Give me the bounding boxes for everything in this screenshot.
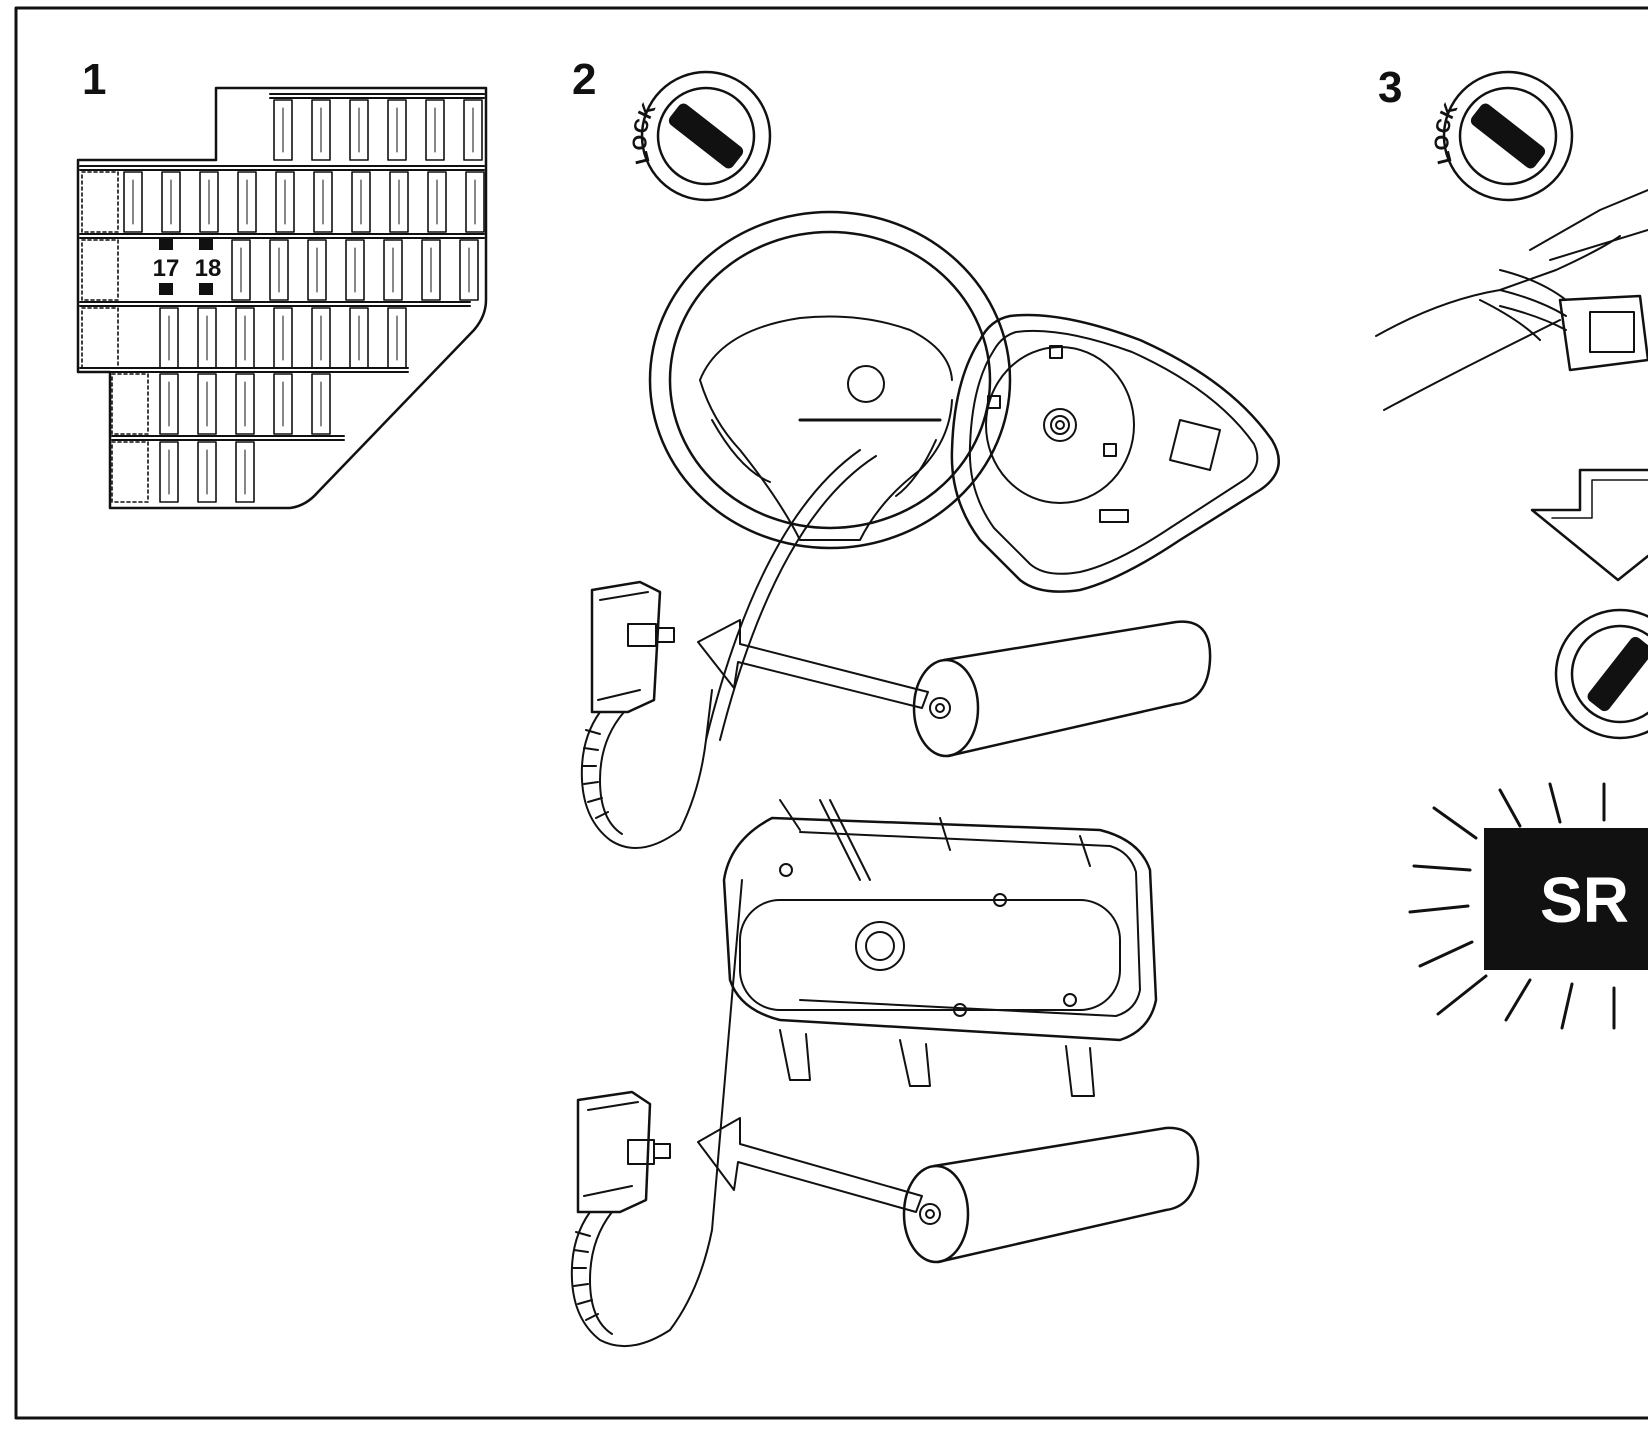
hand-connector-icon xyxy=(1375,189,1648,411)
fuse-label-17: 17 xyxy=(153,255,180,282)
fuse-slot xyxy=(351,171,371,233)
fuse-slot-empty xyxy=(111,373,149,435)
connector-icon xyxy=(580,449,877,849)
step-number-3: 3 xyxy=(1378,63,1403,112)
fuse-slot xyxy=(161,171,181,233)
warning-lamp-icon: SR xyxy=(1408,782,1648,1030)
frame-border xyxy=(14,6,1648,1420)
lock-label: LOCK xyxy=(1431,99,1462,166)
fuse-slot xyxy=(235,373,255,435)
passenger-airbag-module-icon xyxy=(722,799,1158,1097)
dummy-resistor-icon xyxy=(912,620,1212,758)
driver-airbag-module-icon xyxy=(950,313,1280,593)
fuse-slot xyxy=(349,99,369,161)
fuse-slot xyxy=(273,307,293,369)
fuse-slot xyxy=(123,171,143,233)
fuse-slot xyxy=(427,171,447,233)
fuse-slot xyxy=(311,307,331,369)
fuse-slot xyxy=(311,373,331,435)
fuse-slot xyxy=(231,239,251,301)
fuse-slot xyxy=(273,373,293,435)
ignition-lock-icon: LOCK xyxy=(1431,70,1574,202)
fuse-slot xyxy=(425,99,445,161)
fuse-slot xyxy=(273,99,293,161)
warning-lamp-text: SR xyxy=(1540,864,1629,936)
fuse-slot-empty xyxy=(81,171,119,233)
fuse-slot-empty xyxy=(81,239,119,301)
fuse-slot xyxy=(197,307,217,369)
arrow-to-resistor xyxy=(697,619,929,709)
fuse-slot xyxy=(313,171,333,233)
fuse-slot xyxy=(387,99,407,161)
fuse-slot xyxy=(159,441,179,503)
cable-ribs xyxy=(581,729,609,819)
fuse-slot xyxy=(389,171,409,233)
fuse-slot xyxy=(197,441,217,503)
fuse-slot xyxy=(465,171,485,233)
fuse-slot xyxy=(311,99,331,161)
fuse-slot xyxy=(383,239,403,301)
steering-wheel-icon xyxy=(648,210,1012,550)
arrow-to-resistor xyxy=(697,1117,923,1213)
fuse-slot xyxy=(269,239,289,301)
fuse-slot xyxy=(159,373,179,435)
fuse-slot xyxy=(463,99,483,161)
ignition-lock-icon: LOCK xyxy=(629,70,772,202)
fuse-slot xyxy=(307,239,327,301)
svg-text:LOCK: LOCK xyxy=(629,99,660,166)
down-arrow-icon xyxy=(1530,468,1648,582)
step-number-2: 2 xyxy=(572,55,597,104)
fuse-slot xyxy=(421,239,441,301)
fuse-slot xyxy=(345,239,365,301)
fuse-slot xyxy=(199,171,219,233)
lock-label: LOCK xyxy=(629,99,660,166)
fuse-slot xyxy=(235,307,255,369)
fuse-slot xyxy=(349,307,369,369)
fuse-slot-empty xyxy=(111,441,149,503)
connector-icon xyxy=(570,879,743,1347)
step-number-1: 1 xyxy=(82,55,107,104)
ignition-on-icon xyxy=(1554,608,1648,740)
fuse-slot xyxy=(159,307,179,369)
fuse-slot xyxy=(275,171,295,233)
fuse-slot xyxy=(197,373,217,435)
fuse-highlight-17-18: 17 18 xyxy=(152,238,222,295)
fuse-slot xyxy=(387,307,407,369)
fuse-slot xyxy=(235,441,255,503)
svg-text:LOCK: LOCK xyxy=(1431,99,1462,166)
fuse-slot-empty xyxy=(81,307,119,369)
fusebox-icon xyxy=(76,86,488,510)
fuse-label-18: 18 xyxy=(195,255,222,282)
dummy-resistor-icon xyxy=(902,1126,1200,1264)
fuse-slot xyxy=(459,239,479,301)
fuse-slot xyxy=(237,171,257,233)
